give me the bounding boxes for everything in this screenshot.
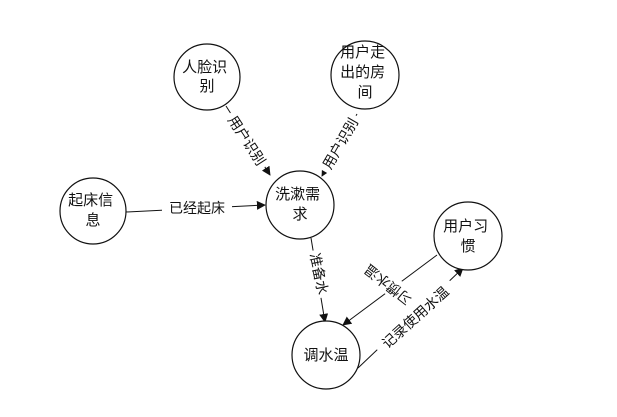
node-wash-line-2: 求 (292, 205, 307, 223)
node-adjust-water-temp: 调水温 (291, 320, 361, 390)
node-face-recognition: 人脸识 别 (173, 43, 241, 111)
edge-face-to-wash: 用户识别 (220, 105, 272, 176)
node-bed-line-1: 起床信 (68, 191, 113, 209)
node-face-line-1: 人脸识 (182, 58, 227, 76)
node-leave-line-1: 用户走 (340, 43, 385, 61)
node-wake-up-info: 起床信 息 (59, 177, 127, 245)
node-user-habit: 用户习 惯 (433, 201, 503, 271)
node-leave-line-2: 出的房 (340, 63, 385, 81)
edge-leave-to-wash: 用户识别 (316, 111, 366, 177)
node-user-leaves-room: 用户走 出的房 间 (330, 40, 400, 110)
node-temp-label: 调水温 (303, 346, 348, 364)
node-face-line-2: 别 (199, 77, 214, 95)
svg-text:用户走 出的房 间: 用户走 出的房 间 (340, 43, 390, 101)
node-wash-demand: 洗漱需 求 (265, 170, 335, 240)
node-bed-line-2: 息 (85, 211, 100, 229)
svg-text:洗漱需 求: 洗漱需 求 (275, 185, 325, 223)
edge-label-face-user-identify: 用户识别 (224, 113, 269, 169)
edge-wash-to-temp: 准备水 (303, 237, 333, 323)
edge-label-habit-water-temp: 习惯水温 (361, 260, 416, 308)
node-habit-line-1: 用户习 (443, 217, 488, 235)
edge-label-already-up: 已经起床 (169, 201, 225, 217)
node-wash-line-1: 洗漱需 (275, 185, 320, 203)
svg-text:人脸识 别: 人脸识 别 (182, 58, 232, 95)
edge-bed-to-wash: 已经起床 (125, 199, 266, 219)
nodes: 人脸识 别 用户走 出的房 间 起床信 息 洗漱需 求 (59, 40, 503, 390)
svg-text:起床信 息: 起床信 息 (68, 191, 118, 229)
node-leave-line-3: 间 (357, 83, 372, 101)
node-habit-line-2: 惯 (460, 237, 475, 255)
svg-text:用户习 惯: 用户习 惯 (443, 217, 493, 255)
